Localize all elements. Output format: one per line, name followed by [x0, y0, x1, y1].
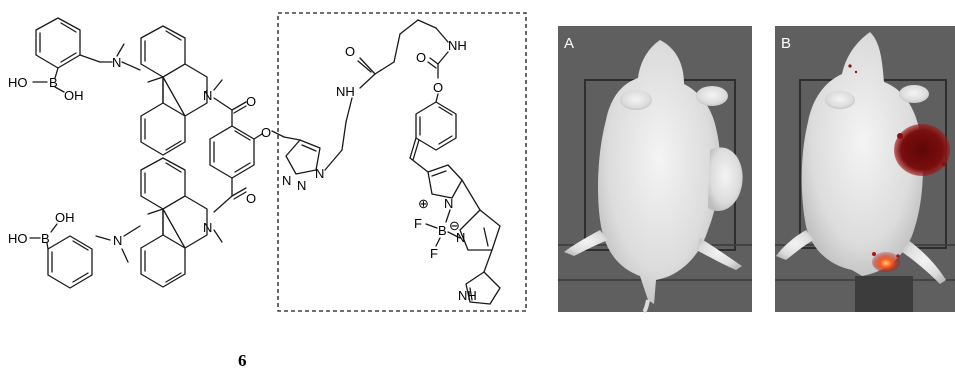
- triazole-ring: [283, 136, 321, 175]
- atom-n: N: [297, 178, 306, 193]
- panel-label-b: B: [781, 35, 791, 52]
- atom-n: N: [456, 230, 465, 245]
- atom-o: O: [433, 80, 443, 95]
- atom-n: N: [113, 233, 122, 248]
- pyrrole-ring: [465, 271, 501, 305]
- atom-o: O: [261, 125, 271, 140]
- atom-nh: NH: [458, 288, 477, 303]
- atom-nh: NH: [448, 38, 467, 53]
- atom-o: O: [416, 50, 426, 65]
- atom-o: O: [246, 94, 256, 109]
- atom-oh: OH: [55, 210, 75, 225]
- atom-f: F: [414, 216, 422, 231]
- atom-o: O: [345, 44, 355, 59]
- atom-nh: NH: [336, 84, 355, 99]
- atom-n: N: [282, 173, 291, 188]
- atom-b: B: [49, 75, 58, 90]
- bodipy-core: [427, 164, 501, 273]
- charge-plus: ⊕: [418, 196, 429, 211]
- fluorescence-speck: [854, 70, 858, 74]
- fluorescence-speck: [848, 64, 852, 68]
- central-benzene: [209, 125, 255, 179]
- charge-minus: ⊖: [449, 218, 460, 233]
- fluorescence-bladder-signal: [872, 252, 900, 272]
- atom-f: F: [430, 246, 438, 261]
- mouse-silhouette: [564, 40, 743, 314]
- mouse-silhouette: [776, 32, 946, 284]
- atom-n: N: [444, 196, 453, 211]
- bottom-anthracene: [140, 157, 208, 288]
- mouse-panel-a: A: [558, 26, 752, 314]
- atom-n: N: [112, 55, 121, 70]
- atom-ho: HO: [8, 75, 28, 90]
- atom-b: B: [438, 223, 447, 238]
- top-anthracene: [140, 25, 208, 156]
- atom-ho: HO: [8, 231, 28, 246]
- fluorescence-tumor-signal: [894, 124, 950, 176]
- top-phenylboronic-acid: [35, 17, 113, 79]
- dashed-box: [277, 12, 527, 312]
- chemical-structure: B HO OH N N O: [8, 12, 527, 370]
- atom-oh: OH: [64, 88, 84, 103]
- atom-n: N: [203, 220, 212, 235]
- atom-n: N: [203, 88, 212, 103]
- panel-label-a: A: [564, 35, 574, 52]
- mouse-panel-b: B: [775, 26, 955, 312]
- atom-n: N: [315, 166, 324, 181]
- atom-b: B: [41, 231, 50, 246]
- linker-phenyl-ring: [415, 101, 457, 151]
- compound-number: 6: [238, 351, 247, 370]
- atom-o: O: [246, 191, 256, 206]
- bottom-phenylboronic-acid: [46, 235, 93, 289]
